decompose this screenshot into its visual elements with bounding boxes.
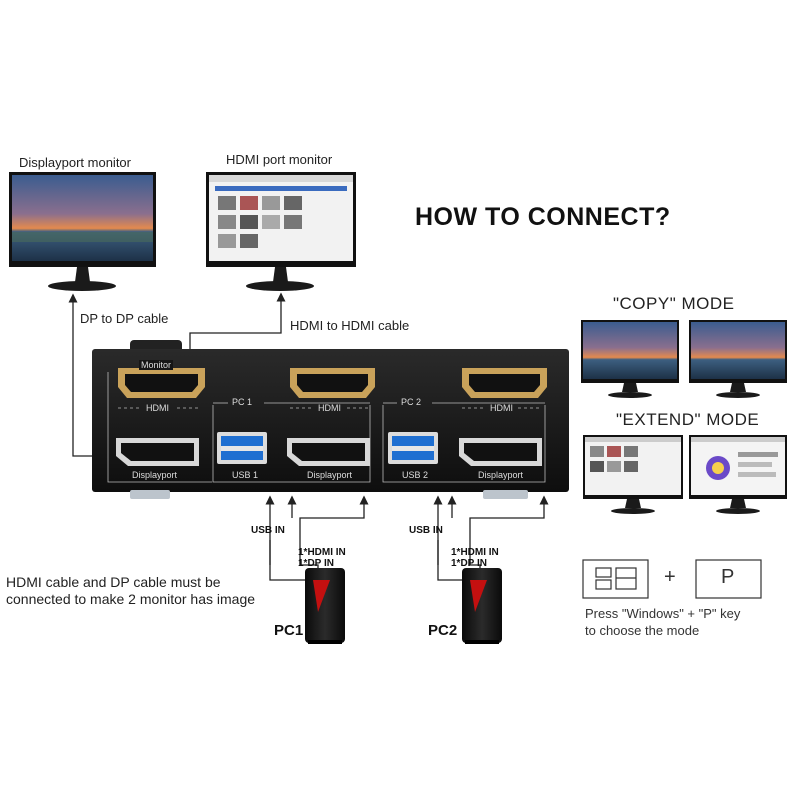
note-line-1: HDMI cable and DP cable must be (6, 574, 221, 590)
windows-key-icon (582, 559, 649, 599)
hdmi-monitor-label: HDMI port monitor (226, 152, 333, 167)
shortcut-instructions: Press "Windows" + "P" key to choose the … (585, 605, 740, 639)
shortcut-line-1: Press "Windows" + "P" key (585, 606, 741, 621)
hdmi-monitor (206, 172, 356, 291)
displayport-monitor-label: Displayport monitor (19, 155, 131, 170)
pc2-displayport-label: Displayport (478, 470, 524, 480)
pc1-hdmi-in-label: 1*HDMI IN (298, 547, 346, 558)
pc2-usb-in-label: USB IN (409, 525, 443, 536)
monitor-hdmi-label: HDMI (146, 403, 169, 413)
usb2-label: USB 2 (402, 470, 429, 480)
pc1-displayport-label: Displayport (307, 470, 353, 480)
pc2-hdmi-label: HDMI (490, 403, 513, 413)
pc1-hdmi-label: HDMI (318, 403, 341, 413)
pc2-group-label: PC 2 (401, 397, 422, 407)
hdmi-cable-label: HDMI to HDMI cable (290, 318, 410, 333)
usb1-label: USB 1 (232, 470, 259, 480)
note-line-2: connected to make 2 monitor has image (6, 591, 256, 607)
pc2-tower (462, 568, 502, 644)
shortcut-line-2: to choose the mode (585, 623, 700, 638)
monitor-displayport-label: Displayport (132, 470, 178, 480)
pc1-dp-in-label: 1*DP IN (298, 558, 334, 569)
monitor-group-label: Monitor (139, 360, 174, 370)
copy-mode-monitors (581, 320, 787, 398)
pc1-label: PC1 (274, 622, 304, 639)
copy-mode-label: "COPY" MODE (613, 294, 735, 313)
pc-input-cables (265, 495, 549, 581)
pc1-group-label: PC 1 (232, 397, 253, 407)
extend-mode-label: "EXTEND" MODE (616, 410, 760, 429)
pc1-tower (305, 568, 345, 644)
connection-note: HDMI cable and DP cable must be connecte… (6, 574, 255, 608)
p-key-box (695, 559, 762, 599)
pc2-dp-in-label: 1*DP IN (451, 558, 487, 569)
page-title: HOW TO CONNECT? (415, 203, 671, 231)
dp-cable-label: DP to DP cable (80, 311, 169, 326)
p-key-label: P (721, 566, 735, 588)
pc2-hdmi-in-label: 1*HDMI IN (451, 547, 499, 558)
kvm-switch-device (92, 340, 569, 499)
pc1-usb-in-label: USB IN (251, 525, 285, 536)
pc2-label: PC2 (428, 622, 458, 639)
plus-sign: + (664, 566, 676, 588)
extend-mode-monitors (583, 435, 787, 514)
displayport-monitor (9, 172, 156, 291)
